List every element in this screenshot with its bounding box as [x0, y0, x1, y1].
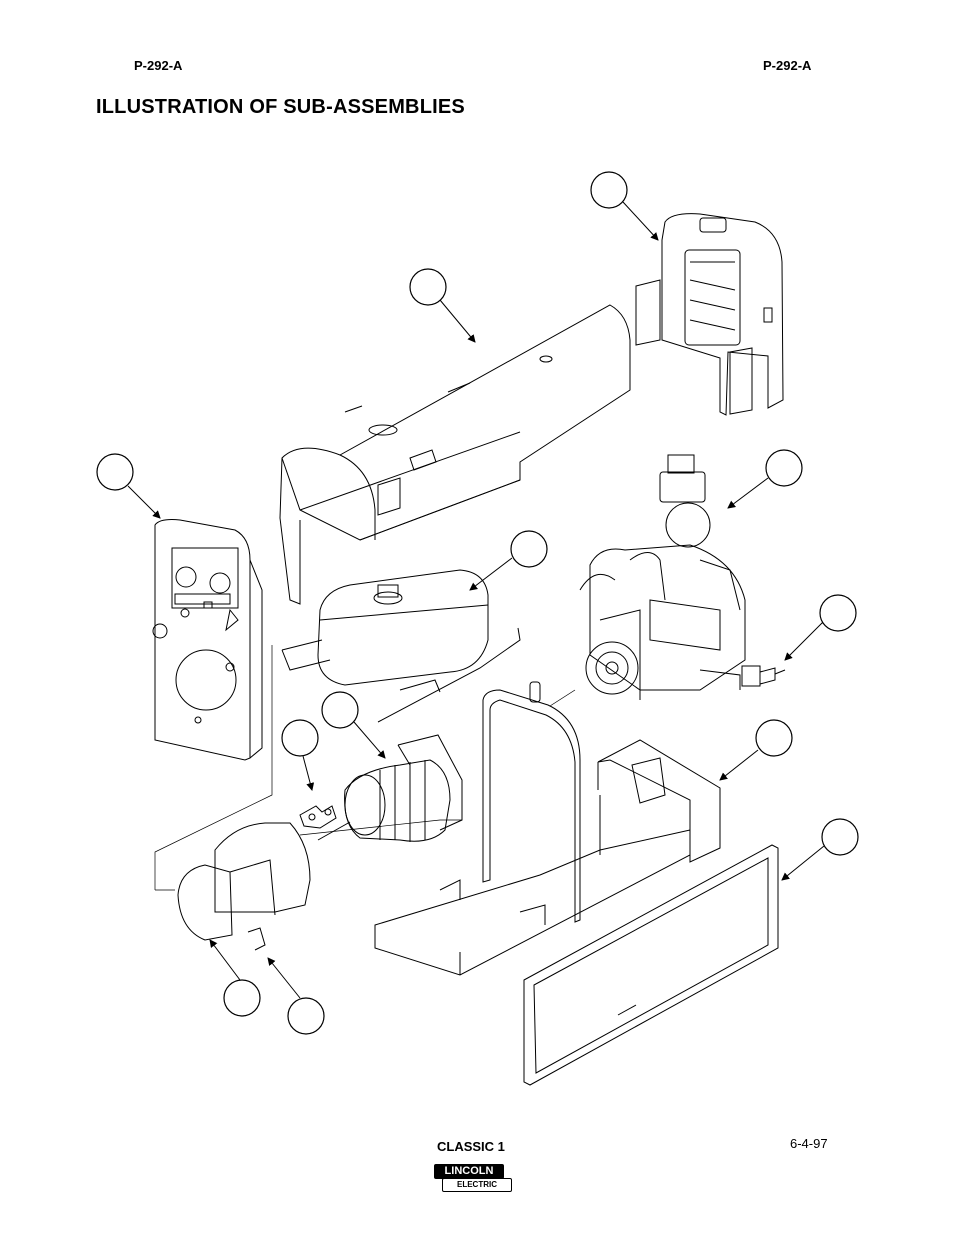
roof-assembly: [279, 304, 631, 605]
balloon-engine: [765, 449, 803, 487]
balloon-brush-holder: [281, 719, 319, 757]
balloon-radiator: [590, 171, 628, 209]
item-balloons: [96, 171, 859, 1035]
output-cover-assembly: [177, 822, 311, 951]
balloon-output-cover: [223, 979, 261, 1017]
lincoln-electric-logo: LINCOLN ELECTRIC: [434, 1164, 512, 1192]
footer-model-name: CLASSIC 1: [437, 1139, 505, 1154]
balloon-side-panel: [821, 818, 859, 856]
phantom-lines: [154, 645, 576, 891]
balloon-battery-tray: [755, 719, 793, 757]
balloon-control-panel: [96, 453, 134, 491]
logo-line-2: ELECTRIC: [442, 1178, 512, 1192]
balloon-generator: [321, 691, 359, 729]
control-panel-assembly: [152, 519, 263, 761]
logo-line-1: LINCOLN: [434, 1164, 504, 1179]
brush-holder-assembly: [299, 805, 337, 829]
fuel-tank-assembly: [281, 569, 521, 723]
header-left-code: P-292-A: [134, 58, 183, 73]
footer-revision-date: 6-4-97: [790, 1136, 828, 1151]
balloon-bracket: [287, 997, 325, 1035]
base-frame-assembly: [374, 681, 691, 976]
balloon-fuel-tank: [510, 530, 548, 568]
balloon-switch: [819, 594, 857, 632]
radiator-assembly: [635, 213, 784, 416]
switch-component: [741, 665, 786, 687]
side-panel-assembly: [523, 844, 779, 1086]
battery-tray-assembly: [597, 739, 721, 863]
balloon-roof: [409, 268, 447, 306]
leader-arrows: [127, 201, 825, 999]
engine-assembly: [579, 454, 746, 700]
page-title: ILLUSTRATION OF SUB-ASSEMBLIES: [96, 96, 465, 118]
generator-assembly: [317, 734, 463, 842]
header-right-code: P-292-A: [763, 58, 812, 73]
